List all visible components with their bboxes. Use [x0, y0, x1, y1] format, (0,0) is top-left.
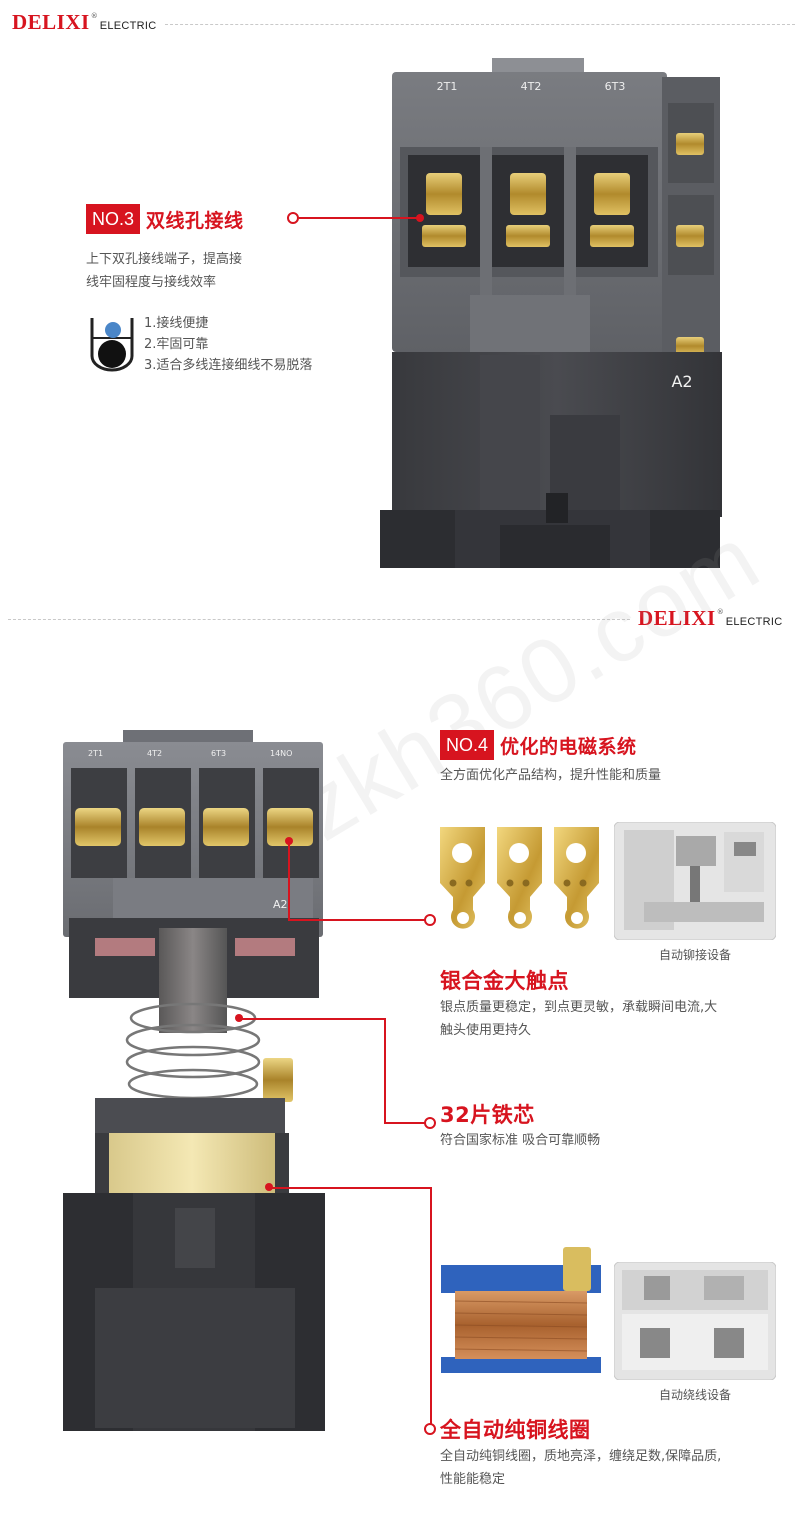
copper-coil-image	[441, 1247, 601, 1373]
callout-dot	[235, 1014, 243, 1022]
desc-line-1: 银点质量更稳定，到点更灵敏，承载瞬间电流,大	[440, 1000, 718, 1015]
callout-ring	[424, 914, 436, 926]
coil-label-a2: A2	[273, 898, 288, 911]
tag-number: NO.3	[86, 204, 141, 234]
divider-top	[165, 24, 795, 25]
list-item: 3.适合多线连接细线不易脱落	[144, 358, 313, 373]
terminal-label-6t3: 6T3	[211, 749, 227, 758]
brand-name: DELIXI	[12, 10, 90, 34]
tag-title: 优化的电磁系统	[500, 735, 637, 758]
brand-reg: ®	[90, 12, 98, 20]
callout-line	[288, 841, 290, 921]
contactor-front-image	[380, 58, 722, 568]
section1-list: 1.接线便捷 2.牢固可靠 3.适合多线连接细线不易脱落	[144, 313, 312, 376]
callout-line	[299, 217, 419, 219]
winding-caption: 自动绕线设备	[658, 1388, 731, 1402]
wire-hole-icon	[90, 318, 134, 372]
desc-line-1: 全自动纯铜线圈，质地亮泽，缠绕足数,保障品质,	[440, 1449, 722, 1464]
tag-title: 双线孔接线	[146, 209, 244, 232]
callout-dot	[416, 214, 424, 222]
section-tag-no4: NO.4 优化的电磁系统	[440, 730, 637, 760]
callout-line	[288, 919, 426, 921]
brand-suffix: ELECTRIC	[99, 20, 157, 32]
divider-mid	[8, 619, 630, 620]
terminal-label-2t1: 2T1	[88, 749, 104, 758]
callout-ring	[424, 1423, 436, 1435]
callout-ring	[424, 1117, 436, 1129]
feature-title-iron-core: 32片铁芯	[440, 1103, 535, 1127]
winding-machine-image	[614, 1262, 776, 1380]
brand-suffix: ELECTRIC	[725, 616, 783, 628]
list-item: 1.接线便捷	[144, 316, 209, 331]
terminal-label-4t2: 4T2	[147, 749, 163, 758]
tag-number: NO.4	[440, 730, 495, 760]
feature-desc-silver-contact: 银点质量更稳定，到点更灵敏，承载瞬间电流,大 触头使用更持久	[440, 996, 717, 1042]
feature-title-copper-coil: 全自动纯铜线圈	[440, 1418, 591, 1442]
brand-logo-mid: DELIXI ® ELECTRIC	[638, 606, 783, 631]
terminal-label-6t3: 6T3	[604, 80, 626, 93]
brand-reg: ®	[716, 608, 724, 616]
riveting-caption: 自动铆接设备	[658, 948, 731, 962]
riveting-machine-image	[614, 822, 776, 940]
brand-logo-top: DELIXI ® ELECTRIC	[12, 10, 157, 35]
coil-label-a2: A2	[671, 372, 693, 391]
desc-line-2: 线牢固程度与接线效率	[86, 275, 217, 290]
desc-line-2: 性能能稳定	[440, 1472, 506, 1487]
contactor-exploded-image	[63, 730, 325, 1431]
terminal-label-4t2: 4T2	[520, 80, 542, 93]
callout-line	[430, 1187, 432, 1425]
callout-ring	[287, 212, 299, 224]
section2-subtitle: 全方面优化产品结构，提升性能和质量	[440, 768, 662, 783]
list-item: 2.牢固可靠	[144, 337, 209, 352]
section-tag-no3: NO.3 双线孔接线	[86, 204, 244, 234]
feature-title-silver-contact: 银合金大触点	[440, 969, 569, 993]
callout-line	[384, 1018, 386, 1124]
callout-line	[240, 1018, 386, 1020]
desc-line-2: 触头使用更持久	[440, 1023, 532, 1038]
callout-line	[270, 1187, 432, 1189]
terminal-label-2t1: 2T1	[436, 80, 458, 93]
brand-name: DELIXI	[638, 606, 716, 630]
section1-desc: 上下双孔接线端子，提高接 线牢固程度与接线效率	[86, 248, 242, 294]
terminal-label-14no: 14NO	[270, 749, 293, 758]
feature-desc-iron-core: 符合国家标准 吸合可靠顺畅	[440, 1133, 601, 1148]
desc-line-1: 上下双孔接线端子，提高接	[86, 252, 243, 267]
callout-line	[384, 1122, 426, 1124]
feature-desc-copper-coil: 全自动纯铜线圈，质地亮泽，缠绕足数,保障品质, 性能能稳定	[440, 1445, 721, 1491]
callout-dot	[265, 1183, 273, 1191]
silver-contact-image	[440, 827, 599, 929]
